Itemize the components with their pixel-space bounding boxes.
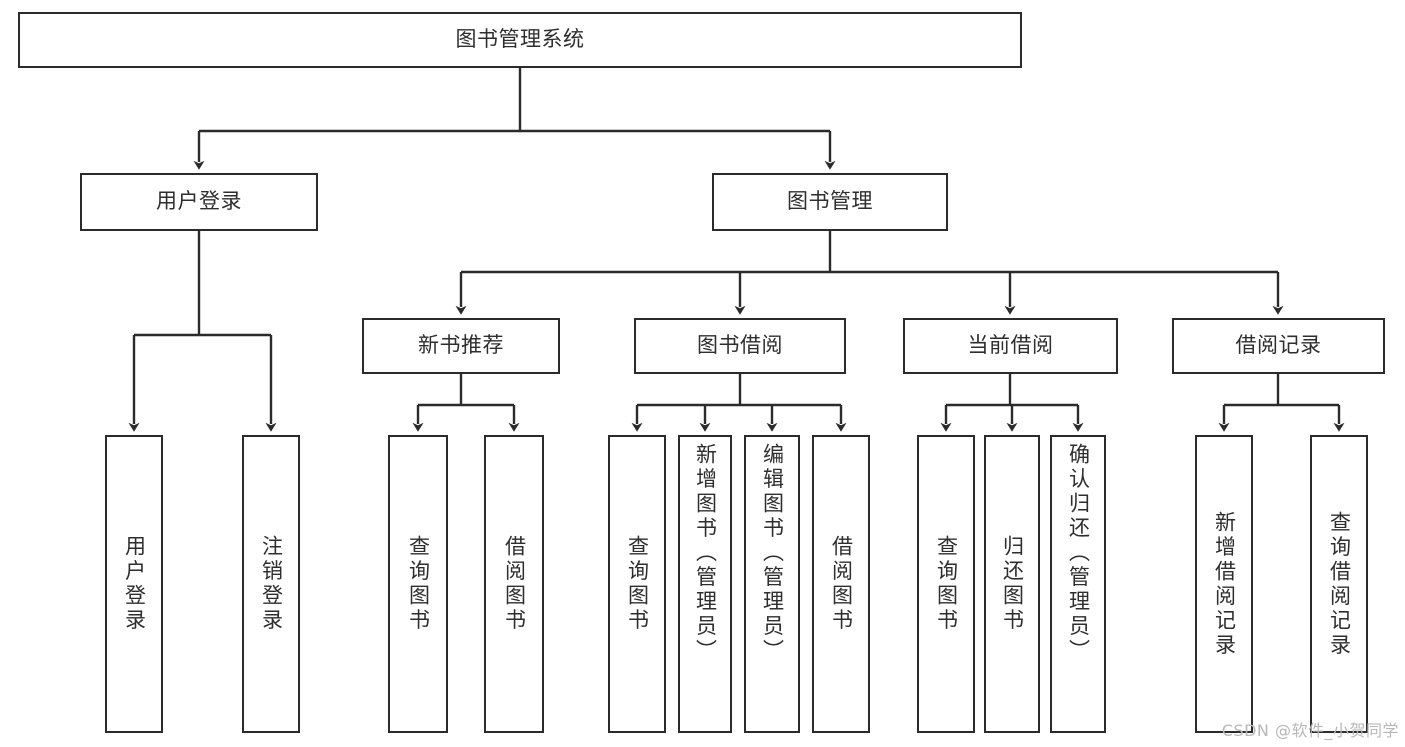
node-new-book-recommend-label: 新书推荐 bbox=[418, 333, 504, 358]
leaf-user-login-label: 用户登录 bbox=[122, 535, 147, 633]
leaf-borrow-books[interactable]: 借阅图书 bbox=[812, 435, 870, 733]
node-book-borrow[interactable]: 图书借阅 bbox=[634, 318, 846, 374]
node-user-login-label: 用户登录 bbox=[156, 189, 242, 214]
leaf-logout[interactable]: 注销登录 bbox=[242, 435, 300, 733]
leaf-add-book-admin[interactable]: 新增图书（管理员） bbox=[678, 435, 732, 733]
leaf-logout-label: 注销登录 bbox=[259, 535, 284, 633]
leaf-add-borrow-record-label: 新增借阅记录 bbox=[1212, 510, 1237, 658]
node-root-label: 图书管理系统 bbox=[455, 27, 585, 52]
leaf-query-books-newbook-label: 查询图书 bbox=[406, 535, 431, 633]
leaf-return-books[interactable]: 归还图书 bbox=[984, 435, 1040, 733]
leaf-query-borrow-record[interactable]: 查询借阅记录 bbox=[1310, 435, 1368, 733]
leaf-query-books-newbook[interactable]: 查询图书 bbox=[388, 435, 448, 733]
leaf-borrow-books-newbook[interactable]: 借阅图书 bbox=[484, 435, 544, 733]
leaf-user-login[interactable]: 用户登录 bbox=[105, 435, 163, 733]
leaf-query-books-borrow-label: 查询图书 bbox=[625, 535, 650, 633]
node-current-borrow[interactable]: 当前借阅 bbox=[903, 318, 1118, 374]
leaf-borrow-books-label: 借阅图书 bbox=[829, 535, 854, 633]
leaf-return-books-label: 归还图书 bbox=[1000, 535, 1025, 633]
leaf-edit-book-admin-label: 编辑图书（管理员） bbox=[760, 443, 785, 664]
leaf-query-borrow-record-label: 查询借阅记录 bbox=[1327, 510, 1352, 658]
node-book-borrow-label: 图书借阅 bbox=[697, 333, 783, 358]
node-new-book-recommend[interactable]: 新书推荐 bbox=[362, 318, 560, 374]
node-current-borrow-label: 当前借阅 bbox=[967, 333, 1054, 358]
node-book-management-label: 图书管理 bbox=[787, 189, 873, 214]
leaf-confirm-return-admin-label: 确认归还（管理员） bbox=[1066, 443, 1091, 664]
node-borrow-records[interactable]: 借阅记录 bbox=[1172, 318, 1385, 374]
leaf-query-books-borrow[interactable]: 查询图书 bbox=[608, 435, 666, 733]
node-user-login[interactable]: 用户登录 bbox=[80, 173, 318, 231]
leaf-add-book-admin-label: 新增图书（管理员） bbox=[693, 443, 718, 664]
watermark: CSDN @软件_小贺同学 bbox=[1221, 721, 1399, 740]
leaf-confirm-return-admin[interactable]: 确认归还（管理员） bbox=[1050, 435, 1106, 733]
leaf-borrow-books-newbook-label: 借阅图书 bbox=[502, 535, 527, 633]
leaf-query-books-current[interactable]: 查询图书 bbox=[917, 435, 975, 733]
node-borrow-records-label: 借阅记录 bbox=[1235, 333, 1322, 358]
leaf-edit-book-admin[interactable]: 编辑图书（管理员） bbox=[744, 435, 800, 733]
leaf-add-borrow-record[interactable]: 新增借阅记录 bbox=[1195, 435, 1253, 733]
node-book-management[interactable]: 图书管理 bbox=[712, 173, 948, 231]
node-root[interactable]: 图书管理系统 bbox=[18, 12, 1022, 68]
leaf-query-books-current-label: 查询图书 bbox=[934, 535, 959, 633]
